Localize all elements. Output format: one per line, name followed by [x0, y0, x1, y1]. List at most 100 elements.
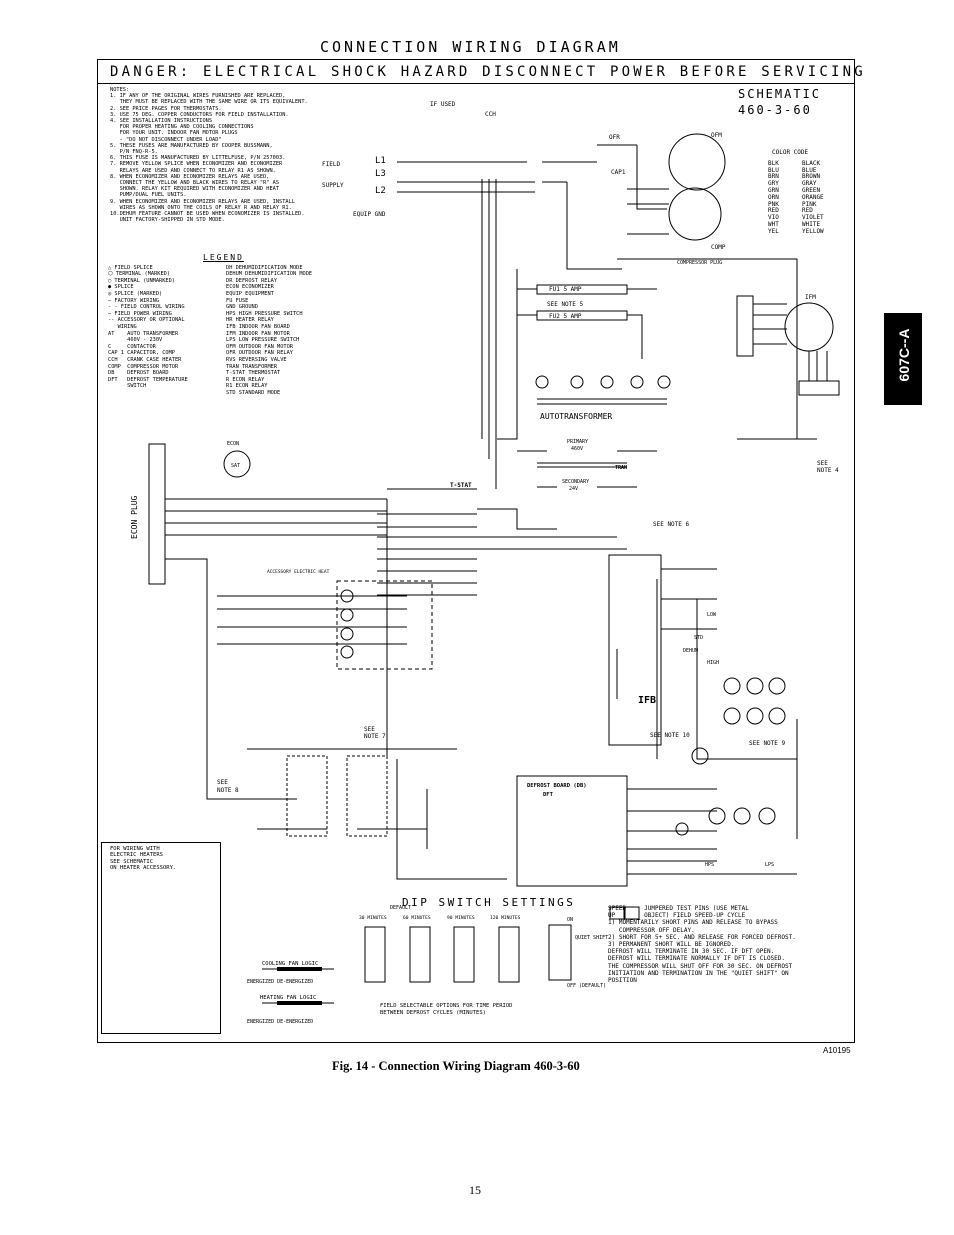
defrost-board: [516, 775, 628, 887]
legend-entry: -- ACCESSORY OR OPTIONAL: [108, 317, 185, 324]
note-line: THEY MUST BE REPLACED WITH THE SAME WIRE…: [110, 99, 308, 106]
bus-lines: [481, 179, 497, 489]
color-name: GRAY: [802, 180, 817, 188]
legend-entry: COMP COMPRESSOR MOTOR: [108, 363, 179, 370]
sat-sensor: [223, 450, 251, 478]
color-abbrev: WHT: [768, 220, 779, 228]
legend-entry: ECON ECONOMIZER: [226, 284, 274, 291]
color-abbrev: GRN: [768, 186, 779, 194]
figure-caption: Fig. 14 - Connection Wiring Diagram 460-…: [332, 1059, 580, 1073]
color-name: GREEN: [802, 186, 821, 194]
label-lps: LPS: [765, 862, 774, 868]
color-abbrev: GRY: [768, 180, 779, 188]
defrost-note-line: SPEED JUMPERED TEST PINS (USE METAL: [608, 905, 749, 912]
note-line: 8. WHEN ECONOMIZER AND ECONOMIZER RELAYS…: [110, 173, 270, 180]
label-fu1: FU1 5 AMP: [549, 286, 582, 293]
label-see-note7b: NOTE 7: [364, 733, 386, 740]
legend-entry: — FACTORY WIRING: [108, 297, 160, 304]
ifm-terminals: [736, 295, 754, 357]
legend-entry: CCH CRANK CASE HEATER: [108, 356, 182, 363]
legend-entry: ⬡ TERMINAL (MARKED): [108, 271, 171, 278]
label-comp: COMP: [711, 244, 726, 251]
note-line: PUMP/DUAL FUEL UNITS.: [110, 192, 187, 199]
label-tran: TRAN: [615, 465, 627, 471]
label-l2: L2: [375, 186, 386, 196]
dip-option-90: 90 MINUTES: [447, 915, 475, 921]
legend-entry: ● SPLICE: [108, 284, 134, 291]
label-ofm: OFM: [711, 132, 722, 139]
legend-entry: GND GROUND: [226, 304, 258, 311]
dip-default-label: DEFAULT: [390, 905, 411, 911]
defrost-note-line: COMPRESSOR OFF DELAY.: [608, 926, 695, 934]
note-line: 10.DEHUM FEATURE CANNOT BE USED WHEN ECO…: [110, 211, 305, 218]
comp-motor: [668, 187, 722, 241]
color-abbrev: BLU: [768, 166, 779, 174]
label-econ-plug: ECON PLUG: [130, 495, 139, 539]
dip-option-120: 120 MINUTES: [490, 915, 521, 921]
color-name: WHITE: [802, 220, 821, 228]
heater-note-box: FOR WIRING WITH ELECTRIC HEATERS SEE SCH…: [101, 842, 221, 1034]
dip-quiet-on: ON: [567, 917, 573, 923]
heater-note-line-1: FOR WIRING WITH: [110, 846, 160, 852]
schematic-voltage: 460-3-60: [738, 103, 812, 117]
note-line: 2. SEE PRICE PAGES FOR THERMOSTATS.: [110, 105, 222, 112]
ofm-wires: [597, 144, 669, 235]
schematic-label: SCHEMATIC 460-3-60: [738, 86, 821, 118]
color-name: BLACK: [802, 159, 821, 167]
color-name: VIOLET: [802, 214, 824, 222]
note-line: 5. THESE FUSES ARE MANUFACTURED BY COOPE…: [110, 142, 273, 149]
ofm-motor: [668, 133, 726, 191]
label-autotransformer: AUTOTRANSFORMER: [540, 412, 612, 421]
dip-quiet-label: QUIET SHIFT: [575, 935, 608, 941]
color-code-row: WHT WHITE: [768, 220, 824, 229]
notes-block: NOTES:1. IF ANY OF THE ORIGINAL WIRES FU…: [110, 87, 360, 223]
dip-switch-title: DIP SWITCH SETTINGS: [402, 896, 576, 909]
label-ifm: IFM: [805, 294, 816, 301]
legend-entry: RVS REVERSING VALVE: [226, 356, 287, 363]
label-ifb: IFB: [638, 695, 656, 706]
schematic-title: SCHEMATIC: [738, 87, 822, 101]
legend-entry: OFR OUTDOOR FAN RELAY: [226, 350, 293, 357]
wiring-schematic: FIELD SUPPLY L1 L3 L2 EQUIP GND IF USED …: [130, 101, 840, 1025]
legend-entry: SWITCH: [108, 383, 147, 390]
legend-entry: R ECON RELAY: [226, 376, 265, 383]
defrost-note-line: DEFROST WILL TERMINATE NORMALLY IF DFT I…: [608, 955, 786, 963]
label-see-note7: SEE: [364, 726, 375, 733]
label-secondary-v: 24V: [569, 486, 578, 492]
legend-entry: ○ TERMINAL (UNMARKED): [108, 277, 175, 284]
label-dehum: DEHUM: [683, 648, 698, 654]
legend-entry: HR HEATER RELAY: [226, 317, 274, 324]
note-line: 1. IF ANY OF THE ORIGINAL WIRES FURNISHE…: [110, 93, 286, 100]
relay-r1: [346, 755, 388, 837]
color-name: YELLOW: [802, 227, 824, 235]
legend-entry: T-STAT THERMOSTAT: [226, 370, 281, 377]
label-see-note9: SEE NOTE 9: [749, 740, 786, 747]
note-line: 6. THIS FUSE IS MANUFACTURED BY LITTELFU…: [110, 155, 286, 162]
label-std: STD: [694, 635, 703, 641]
legend-entry: DFT DEFROST TEMPERATURE: [108, 376, 188, 383]
label-primary: PRIMARY: [567, 439, 588, 445]
section-tab: 607C--A: [884, 313, 922, 405]
label-primary-v: 460V: [571, 446, 583, 452]
label-field-supply-2: SUPPLY: [322, 182, 344, 189]
color-abbrev: YEL: [768, 227, 779, 235]
legend-row: ⬡ TERMINAL (MARKED)DEHUM DEHUMIDIFICATIO…: [108, 271, 368, 278]
note-line: 9. WHEN ECONOMIZER AND ECONOMIZER RELAYS…: [110, 198, 295, 205]
defrost-note-line: UP OBJECT) FIELD SPEED-UP CYCLE: [608, 912, 746, 920]
autotransformer-core: [537, 398, 667, 405]
note-line: NOTES:: [110, 87, 130, 93]
legend-entry: AT AUTO TRANSFORMER: [108, 330, 179, 337]
defrost-note-line: DEFROST WILL TERMINATE IN 30 SEC. IF DFT…: [608, 948, 775, 956]
econ-plug-body: [148, 443, 166, 585]
supply-wires: [397, 161, 517, 193]
label-see-note4b: NOTE 4: [817, 467, 839, 474]
dip-quiet-off: OFF (DEFAULT): [567, 983, 606, 989]
